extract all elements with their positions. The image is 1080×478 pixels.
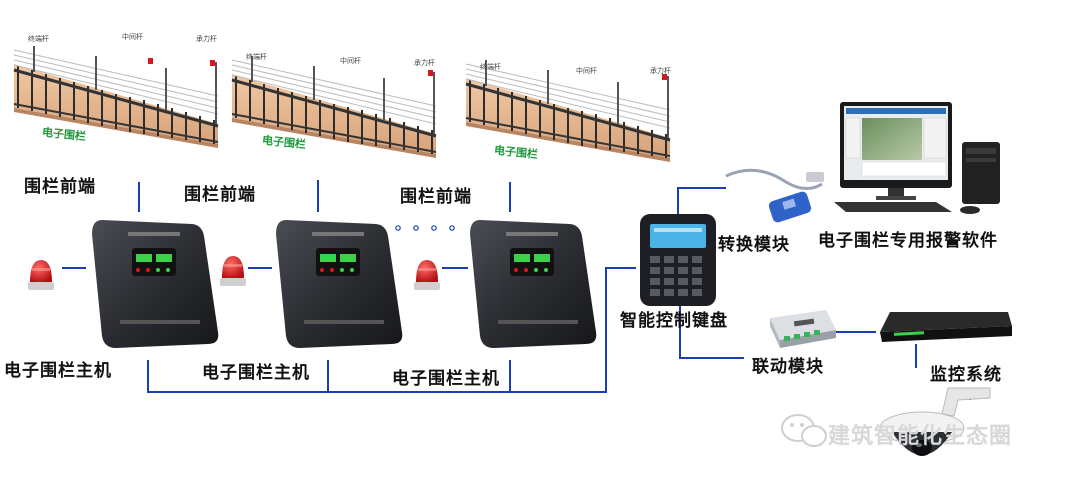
connection-lines [62, 180, 971, 400]
alarm-light-icon [414, 260, 440, 290]
fence-host-unit [92, 220, 219, 348]
terminal-pole-label: 终端杆 [246, 53, 267, 61]
middle-pole-label: 中间杆 [576, 67, 597, 75]
fence-host-unit [470, 220, 597, 348]
fence-segment [465, 60, 671, 162]
software-label: 电子围栏专用报警软件 [818, 231, 998, 251]
host-label: 电子围栏主机 [4, 361, 112, 381]
keyboard-label: 智能控制键盘 [620, 311, 728, 331]
front-end-label: 围栏前端 [24, 177, 96, 197]
ellipsis-dots [377, 225, 455, 231]
alarm-light-icon [220, 256, 246, 286]
nvr-recorder-icon [880, 312, 1012, 342]
host-label: 电子围栏主机 [202, 363, 310, 383]
middle-pole-label: 中间杆 [340, 57, 361, 65]
linkage-module-icon [770, 310, 836, 348]
tension-pole-label: 承力杆 [196, 35, 217, 43]
alarm-light-icon [28, 260, 54, 290]
converter-label: 转换模块 [718, 235, 790, 255]
middle-pole-label: 中间杆 [122, 33, 143, 41]
front-end-label: 围栏前端 [184, 185, 256, 205]
fence-host-unit [276, 220, 403, 348]
watermark-text: 建筑智能化生态圈 [828, 424, 1013, 449]
tension-pole-label: 承力杆 [650, 67, 671, 75]
fence-segment [13, 46, 219, 148]
terminal-pole-label: 终端杆 [480, 63, 501, 71]
terminal-pole-label: 终端杆 [28, 35, 49, 43]
watermark-logo-icon [781, 414, 827, 447]
fence-segment [231, 56, 437, 158]
monitoring-label: 监控系统 [930, 365, 1002, 385]
front-end-label: 围栏前端 [400, 187, 472, 207]
host-label: 电子围栏主机 [392, 369, 500, 389]
linkage-label: 联动模块 [752, 357, 824, 377]
tension-pole-label: 承力杆 [414, 59, 435, 67]
control-keyboard-icon [640, 214, 716, 306]
dome-camera-icon [879, 387, 991, 456]
converter-module-icon [725, 168, 824, 223]
monitor-computer-icon [834, 102, 1000, 214]
